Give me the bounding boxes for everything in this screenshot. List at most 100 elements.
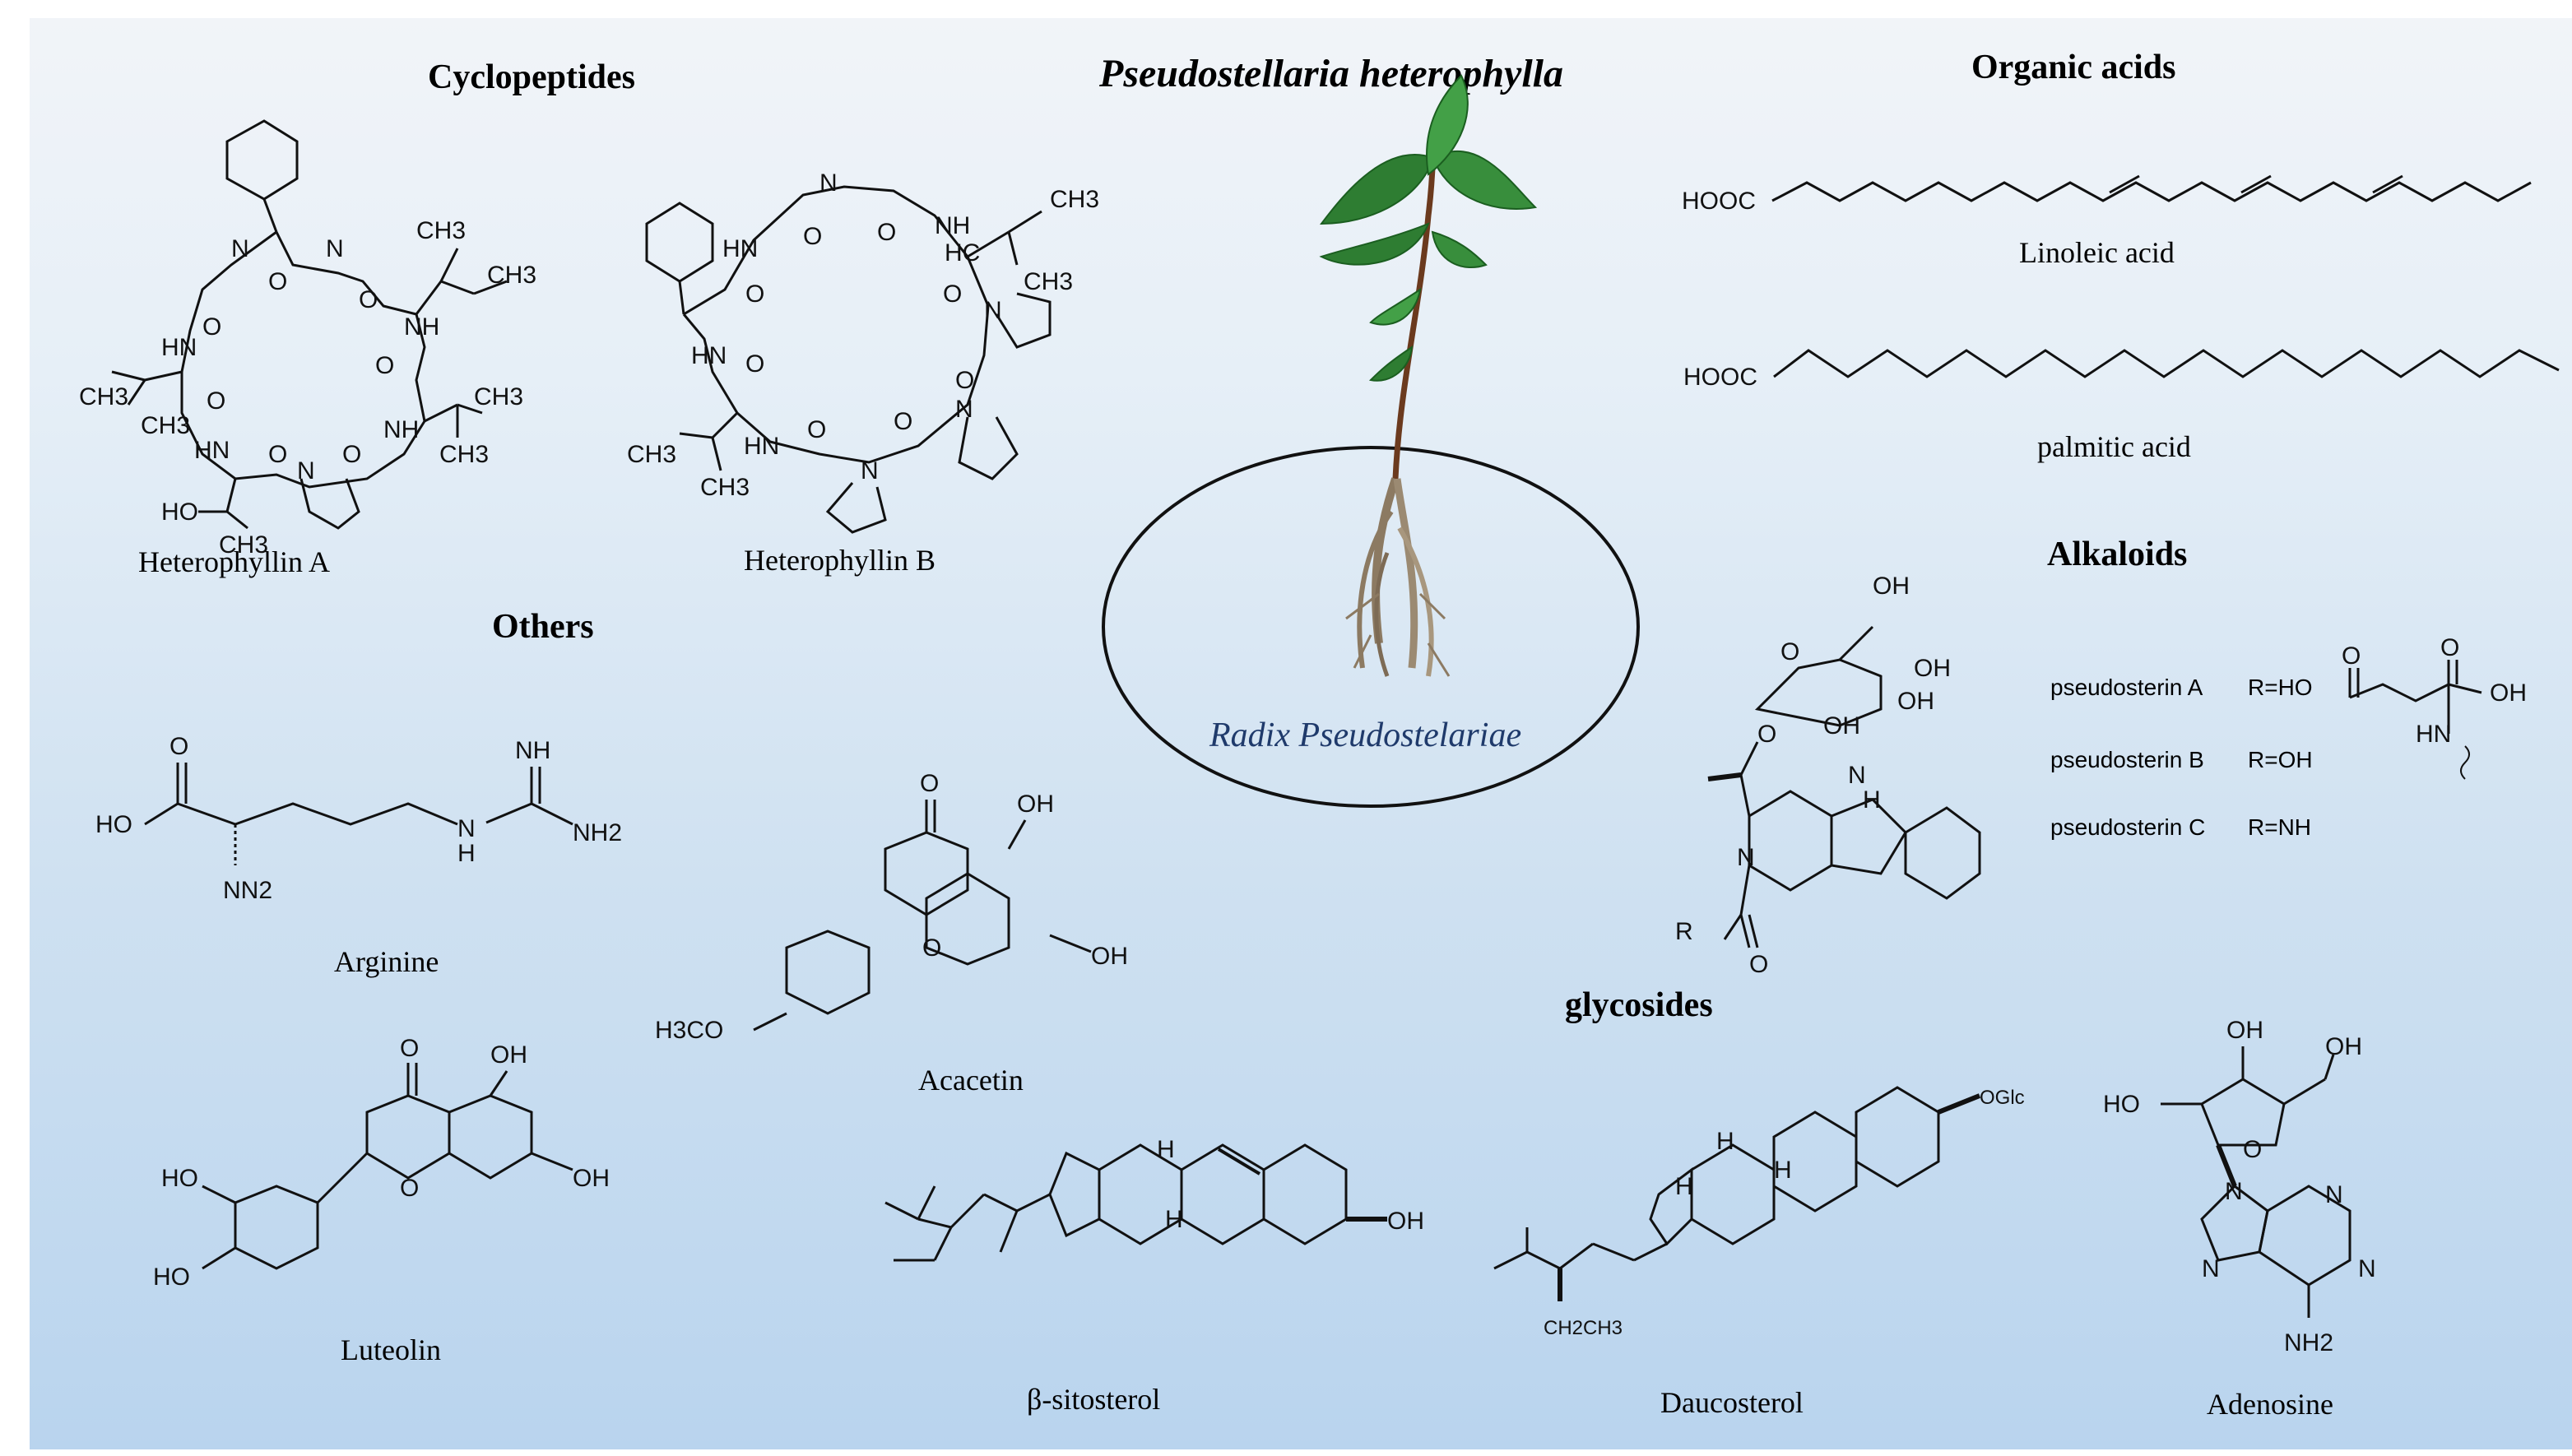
structure-adenosine: O OH HO OH N N N N NH2 [2103,1017,2376,1356]
svg-text:H: H [1774,1157,1792,1184]
label-heterophyllin-a: Heterophyllin A [138,545,330,578]
heading-alkaloids: Alkaloids [2047,536,2188,573]
figure-title: Pseudostellaria heterophylla [1099,52,1563,95]
svg-text:O: O [920,770,939,797]
label-beta-sitosterol: β-sitosterol [1027,1383,1161,1416]
svg-text:N: N [2225,1178,2243,1205]
svg-text:OH: OH [2490,679,2527,707]
svg-text:OH: OH [1091,943,1128,970]
structure-linoleic-acid: HOOC [1682,174,2532,215]
svg-text:CH2CH3: CH2CH3 [1544,1317,1623,1339]
svg-text:CH3: CH3 [416,217,466,244]
svg-text:O: O [342,441,361,468]
svg-text:O: O [2342,642,2361,670]
svg-text:O: O [943,281,962,308]
svg-text:HN: HN [194,437,230,464]
svg-text:N: N [1848,762,1866,789]
svg-text:OH: OH [2226,1017,2263,1044]
structure-alkaloid-core: N N H R O O O OH OH OH OH [1675,573,1981,978]
svg-text:O: O [1749,951,1768,978]
alkaloid-variant-c-r: R=NH [2248,814,2312,840]
svg-text:HO: HO [95,811,132,838]
svg-text:N: N [2325,1181,2343,1208]
svg-text:NH: NH [404,313,439,341]
svg-text:O: O [2440,634,2459,661]
alkaloid-variant-b-r: R=OH [2248,747,2313,772]
svg-text:N: N [955,396,973,423]
root-label: Radix Pseudostelariae [1209,716,1522,754]
svg-text:NH2: NH2 [573,819,622,846]
svg-text:HN: HN [161,334,197,361]
svg-text:HO: HO [161,1165,198,1192]
svg-text:HN: HN [722,235,758,262]
svg-text:O: O [268,268,287,295]
svg-text:H: H [1675,1173,1693,1200]
alkaloid-variant-a-name: pseudosterin A [2050,675,2203,700]
svg-text:OH: OH [1017,791,1054,818]
svg-text:OH: OH [1873,573,1910,600]
svg-text:O: O [375,352,394,379]
svg-text:NH: NH [383,416,419,443]
svg-text:HN: HN [691,342,727,369]
svg-text:O: O [202,313,221,341]
heading-others: Others [492,608,594,646]
svg-text:O: O [894,408,912,435]
svg-text:N: N [2202,1255,2220,1282]
svg-text:O: O [400,1175,419,1202]
structure-heterophyllin-b: N NH HN HN HN HC O O O O O O O O N N N C… [627,169,1099,534]
svg-text:O: O [745,350,764,378]
svg-text:N: N [2358,1255,2376,1282]
label-adenosine: Adenosine [2207,1388,2333,1421]
svg-text:OGlc: OGlc [1980,1087,2025,1109]
svg-text:O: O [2243,1136,2262,1163]
svg-text:O: O [807,416,826,443]
svg-text:O: O [169,733,188,760]
svg-text:H: H [1157,1136,1175,1163]
structure-acacetin: O OH OH O H3CO [655,770,1128,1044]
svg-text:HO: HO [2103,1091,2140,1118]
structure-arginine: HO O NN2 N H NH NH2 [95,733,622,904]
label-luteolin: Luteolin [341,1333,441,1366]
label-heterophyllin-b: Heterophyllin B [744,544,935,577]
svg-text:OH: OH [2325,1033,2362,1060]
svg-text:CH3: CH3 [1050,186,1099,213]
svg-text:R: R [1675,918,1693,945]
figure-canvas: Pseudostellaria heterophylla Cyclopeptid… [30,18,2572,1449]
svg-text:OH: OH [1823,712,1860,740]
svg-text:O: O [803,223,822,250]
structure-pseudosterin-sidechain: O O OH HN [2342,634,2527,780]
label-palmitic-acid: palmitic acid [2037,430,2191,463]
svg-text:O: O [877,219,896,246]
svg-text:NN2: NN2 [223,877,272,904]
svg-text:O: O [745,281,764,308]
svg-text:CH3: CH3 [219,531,268,559]
svg-text:O: O [207,387,225,415]
svg-text:OH: OH [1897,688,1934,715]
svg-text:HOOC: HOOC [1683,364,1757,391]
svg-text:NH2: NH2 [2284,1329,2333,1356]
structure-heterophyllin-a: N N NH NH HN HN O O O O O O O N CH3 CH3 … [79,119,536,559]
svg-text:CH3: CH3 [1024,268,1073,295]
label-daucosterol: Daucosterol [1660,1386,1804,1419]
heading-cyclopeptides: Cyclopeptides [428,58,635,96]
heading-glycosides: glycosides [1565,986,1713,1024]
label-linoleic-acid: Linoleic acid [2019,236,2175,269]
svg-text:HN: HN [744,433,779,460]
svg-text:N: N [326,235,344,262]
svg-text:CH3: CH3 [474,383,523,410]
svg-text:N: N [1737,844,1755,871]
svg-text:HO: HO [161,498,198,526]
svg-text:N: N [457,815,476,842]
svg-text:CH3: CH3 [487,262,536,289]
svg-text:O: O [922,934,941,962]
svg-text:HN: HN [2416,721,2451,748]
svg-text:H: H [1165,1206,1183,1233]
svg-text:H3CO: H3CO [655,1017,723,1044]
heading-organic-acids: Organic acids [1971,49,2176,86]
svg-text:OH: OH [573,1165,610,1192]
svg-text:O: O [359,286,378,313]
structure-palmitic-acid: HOOC [1683,349,2560,391]
svg-text:O: O [400,1035,419,1062]
svg-text:N: N [231,235,249,262]
svg-text:HOOC: HOOC [1682,188,1756,215]
